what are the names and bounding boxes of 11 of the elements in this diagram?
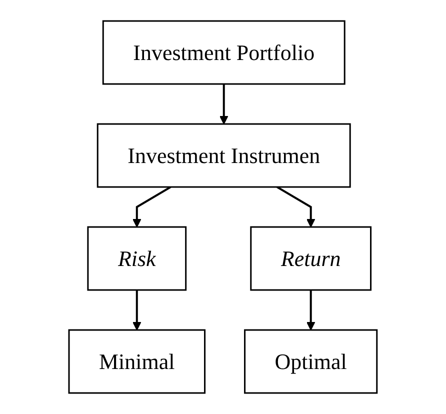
node-box: Minimal <box>68 329 206 394</box>
node-box: Optimal <box>244 329 378 394</box>
arrow <box>132 186 172 228</box>
node-box: Investment Portfolio <box>102 20 346 85</box>
node-box: Investment Instrumen <box>96 123 351 188</box>
arrow <box>220 84 228 124</box>
arrow <box>132 290 142 330</box>
node-box: Risk <box>87 226 187 291</box>
node-box: Return <box>250 226 372 291</box>
arrow <box>306 290 316 330</box>
arrow <box>276 186 316 228</box>
